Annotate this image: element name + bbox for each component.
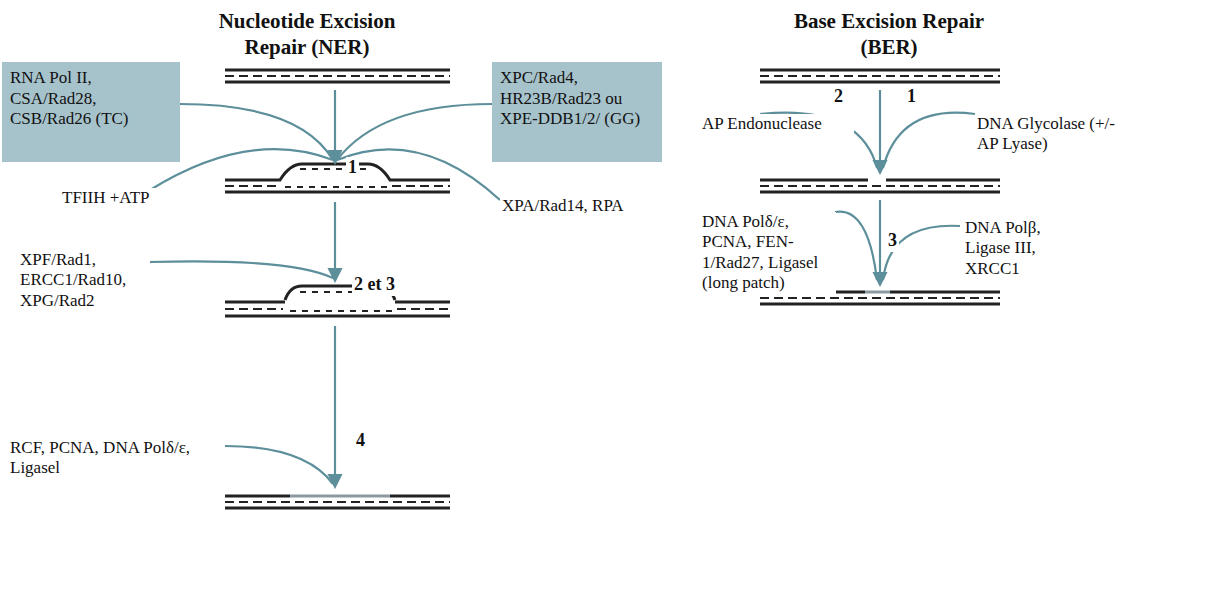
enzyme-label: AP Endonuclease [700, 114, 854, 134]
pathway-box: RNA Pol II, CSA/Rad28, CSB/Rad26 (TC) [2, 62, 180, 162]
box-text: XPC/Rad4, HR23B/Rad23 ou XPE-DDB1/2/ (GG… [500, 68, 654, 130]
step-number: 1 [905, 86, 918, 108]
section-title: Base Excision Repair (BER) [772, 8, 1006, 61]
enzyme-label: XPA/Rad14, RPA [500, 196, 674, 216]
enzyme-label: RCF, PCNA, DNA Polδ/ε, Ligasel [8, 438, 224, 479]
step-number: 3 [886, 230, 899, 252]
enzyme-label: DNA Glycolase (+/-AP Lyase) [975, 114, 1119, 155]
step-number: 2 [832, 86, 845, 108]
step-number: 1 [346, 157, 359, 179]
enzyme-label: TFIIH +ATP [60, 188, 194, 208]
box-text: RNA Pol II, CSA/Rad28, CSB/Rad26 (TC) [10, 68, 172, 130]
step-number: 2 et 3 [352, 274, 397, 296]
enzyme-label: XPF/Rad1, ERCC1/Rad10, XPG/Rad2 [18, 250, 144, 311]
step-number: 4 [354, 430, 367, 452]
enzyme-label: DNA Polδ/ε, PCNA, FEN-1/Rad27, Ligasel (… [700, 212, 836, 294]
pathway-box: XPC/Rad4, HR23B/Rad23 ou XPE-DDB1/2/ (GG… [492, 62, 662, 162]
section-title: Nucleotide Excision Repair (NER) [190, 8, 424, 61]
enzyme-label: DNA Polβ, Ligase III, XRCC1 [963, 218, 1087, 279]
